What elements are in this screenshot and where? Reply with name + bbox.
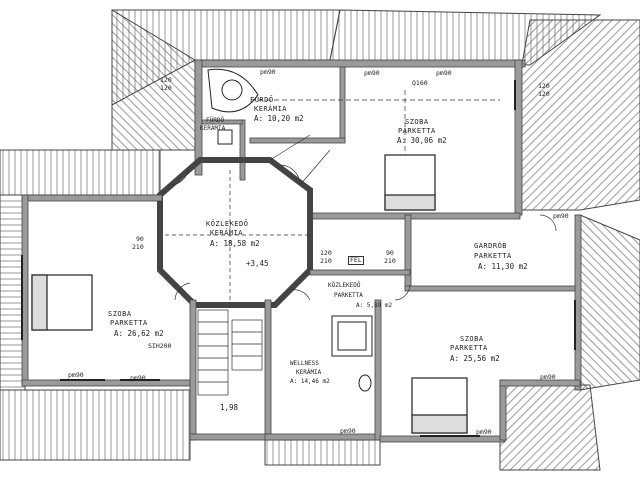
dim-120-d: 120 (538, 90, 550, 98)
pm90-s-1: pm90 (340, 427, 356, 435)
room-kozlekedo-main-floor: KERÁMIA (210, 229, 244, 237)
dim-210-a: 210 (132, 243, 144, 251)
q160-label: Q160 (412, 79, 428, 87)
pm90-se-1: pm90 (476, 428, 492, 436)
room-szoba-w-area: A: 26,62 m2 (114, 329, 164, 338)
room-kozlekedo-main-name: KÖZLEKEDŐ (206, 220, 249, 228)
roof-surfaces (0, 9, 640, 471)
beds (31, 154, 468, 434)
room-szoba-ne-area: A: 30,06 m2 (397, 136, 447, 145)
roof-left-upper (0, 149, 161, 196)
interior-lines (165, 90, 557, 301)
room-wellness-name: WELLNESS (290, 360, 319, 367)
dim-90-b: 90 (386, 249, 394, 257)
jacuzzi (331, 315, 373, 357)
room-wellness-floor: KERÁMIA (296, 369, 322, 376)
pm90-top-2: pm90 (364, 69, 380, 77)
room-szoba-ne-floor: PARKETTA (398, 127, 436, 135)
dim-210-c: 210 (384, 257, 396, 265)
room-furdo-name: FÜRDŐ (250, 96, 274, 104)
staircase (197, 309, 263, 396)
room-kozlekedo-main-area: A: 18,58 m2 (210, 239, 260, 248)
pm90-w-2: pm90 (130, 374, 146, 382)
room-szoba-ne-name: SZOBA (405, 118, 429, 126)
room-kozlekedo-small-area: A: 5,89 m2 (356, 302, 393, 309)
pm90-top-3: pm90 (436, 69, 452, 77)
walls (21, 59, 582, 443)
room-kozlekedo-small-name: KÖZLEKEDŐ (328, 282, 361, 289)
sink-small (217, 129, 233, 145)
roof-bottom-left (0, 389, 191, 461)
dim-120-e: 120 (320, 249, 332, 257)
room-furdo-area: A: 10,20 m2 (254, 114, 304, 123)
pm90-top-1: pm90 (260, 68, 276, 76)
bath-fixtures (207, 68, 373, 392)
window-marks (21, 80, 576, 437)
dim-90-a: 90 (136, 235, 144, 243)
room-gardrob-name: GARDRÓB (474, 242, 508, 250)
room-szoba-w-name: SZOBA (108, 310, 132, 318)
room-szoba-se-floor: PARKETTA (450, 344, 488, 352)
fel-label: FEL (348, 256, 364, 265)
room-gardrob-floor: PARKETTA (474, 252, 512, 260)
level-marker: +3,45 (246, 259, 269, 268)
pm90-se-2: pm90 (540, 373, 556, 381)
roof-bottom-right (499, 384, 601, 471)
room-wellness-area: A: 14,46 m2 (290, 378, 330, 385)
sih200-label: SIH200 (148, 342, 172, 350)
roof-right-mid (579, 214, 640, 391)
wc-wellness (358, 374, 372, 392)
room-kozlekedo-small-floor: PARKETTA (334, 292, 363, 299)
dim-120-b: 120 (160, 84, 172, 92)
room-furdo-floor: KERÁMIA (254, 105, 288, 113)
bathtub (207, 68, 259, 113)
dim-120-a: 120 (160, 76, 172, 84)
roof-right-top (519, 19, 640, 211)
stair-area: 1,98 (220, 403, 239, 412)
room-szoba-se-area: A: 25,56 m2 (450, 354, 500, 363)
room-furdo-small-name: FÜRDŐ (206, 117, 225, 124)
pm90-e-1: pm90 (553, 212, 569, 220)
room-gardrob-area: A: 11,30 m2 (478, 262, 528, 271)
room-szoba-se-name: SZOBA (460, 335, 484, 343)
roof-bottom-mid (264, 439, 381, 466)
room-szoba-w-floor: PARKETTA (110, 319, 148, 327)
pm90-w-1: pm90 (68, 371, 84, 379)
dim-120-c: 120 (538, 82, 550, 90)
room-furdo-small-floor: KERÁMIA (200, 125, 226, 132)
dim-210-b: 210 (320, 257, 332, 265)
